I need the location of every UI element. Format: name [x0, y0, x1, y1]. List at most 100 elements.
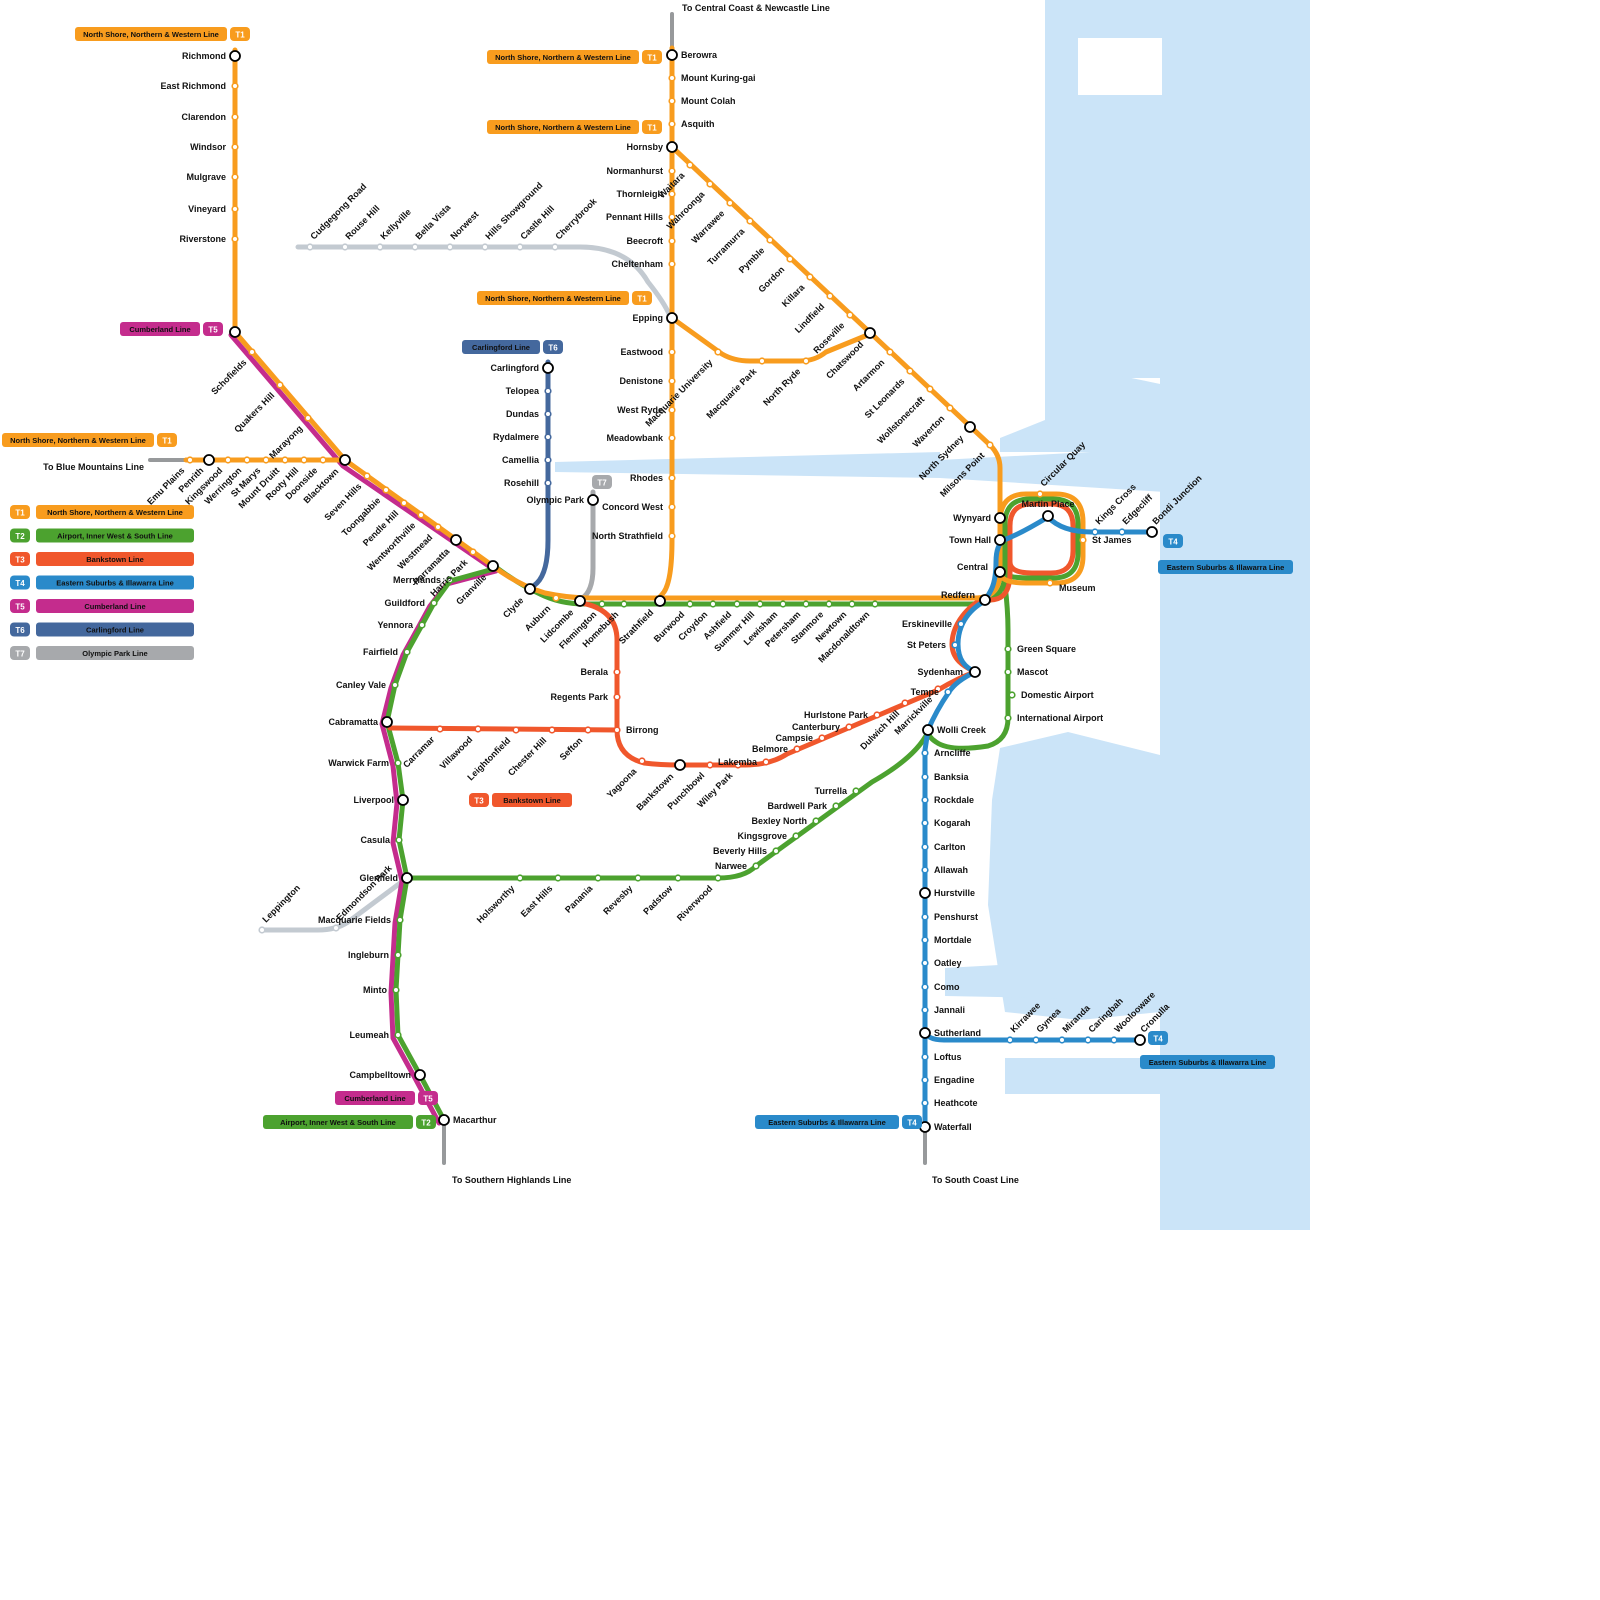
station-label-international-airport: International Airport — [1017, 713, 1103, 723]
water-shape — [1000, 360, 1165, 452]
line-name-label-cumberland-line: Cumberland Line — [344, 1094, 405, 1103]
station-label-eastwood: Eastwood — [620, 347, 663, 357]
line-name-badge-carlingford-line — [36, 622, 194, 637]
line-name-badge-cumberland-line — [335, 1091, 415, 1105]
station-woolooware — [1110, 1036, 1118, 1044]
station-label-fairfield: Fairfield — [363, 647, 398, 657]
station-north-ryde — [802, 357, 810, 365]
station-toongabbie — [382, 486, 390, 494]
station-lakemba — [762, 758, 770, 766]
line-name-badge-north-shore-northern-western-line — [487, 50, 639, 64]
station-dulwich-hill — [901, 699, 909, 707]
line-t3-cabramatta — [387, 725, 620, 733]
line-pill-T1 — [642, 120, 662, 134]
line-metro-northwest — [295, 244, 673, 319]
station-miranda — [1058, 1036, 1066, 1044]
line-pill-T6 — [543, 340, 563, 354]
rail-lines — [148, 12, 1155, 1165]
station-label-macquarie-fields: Macquarie Fields — [318, 915, 391, 925]
station-label-regents-park: Regents Park — [550, 692, 609, 702]
station-label-warwick-farm: Warwick Farm — [328, 758, 389, 768]
station-label-west-ryde: West Ryde — [617, 405, 663, 415]
station-clarendon — [231, 113, 239, 121]
station-label-hurstville: Hurstville — [934, 888, 975, 898]
station-croydon — [709, 600, 717, 608]
line-pill-T3 — [469, 793, 489, 807]
station-cudgegong-road — [306, 243, 314, 251]
station-penrith — [203, 454, 215, 466]
station-label-north-strathfield: North Strathfield — [592, 531, 663, 541]
station-label-casula: Casula — [360, 835, 391, 845]
line-name-badge-north-shore-northern-western-line — [75, 27, 227, 41]
station-label-olympic-park: Olympic Park — [526, 495, 585, 505]
station-macarthur — [438, 1114, 450, 1126]
station-label-como: Como — [934, 982, 960, 992]
line-t3-city — [949, 501, 1076, 675]
line-t1-western-city — [183, 457, 1086, 601]
station-glenfield — [401, 872, 413, 884]
station-revesby — [634, 874, 642, 882]
station-label-yennora: Yennora — [377, 620, 414, 630]
line-pill-T1 — [230, 27, 250, 41]
station-beverly-hills — [772, 847, 780, 855]
station-label-mount-kuring-gai: Mount Kuring-gai — [681, 73, 755, 83]
station-cherrybrook — [551, 243, 559, 251]
line-pill-T3 — [10, 552, 30, 566]
station-label-campbelltown: Campbelltown — [349, 1070, 411, 1080]
station-burwood — [686, 600, 694, 608]
station-label-leumeah: Leumeah — [349, 1030, 389, 1040]
station-wolli-creek — [922, 724, 934, 736]
station-cronulla — [1134, 1034, 1146, 1046]
station-junction — [229, 326, 241, 338]
station-riverstone — [231, 235, 239, 243]
station-pendle-hill — [400, 499, 408, 507]
station-label-asquith: Asquith — [681, 119, 715, 129]
station-st-leonards — [906, 367, 914, 375]
line-pill-label-T5: T5 — [423, 1095, 433, 1104]
station-label-mascot: Mascot — [1017, 667, 1048, 677]
station-carramar — [436, 725, 444, 733]
station-label-east-richmond: East Richmond — [160, 81, 226, 91]
station-harris-park — [469, 548, 477, 556]
station-turrella — [852, 787, 860, 795]
station-label-st-james: St James — [1092, 535, 1132, 545]
station-label-martin-place: Martin Place — [1021, 499, 1074, 509]
station-ingleburn — [394, 951, 402, 959]
station-eastwood — [668, 348, 676, 356]
station-carlingford — [542, 362, 554, 374]
station-central — [994, 566, 1006, 578]
line-pill-label-T5: T5 — [208, 326, 218, 335]
station-label-denistone: Denistone — [619, 376, 663, 386]
station-label-cudgegong-road: Cudgegong Road — [308, 181, 368, 241]
line-name-label-bankstown-line: Bankstown Line — [503, 796, 561, 805]
station-label-carlingford: Carlingford — [491, 363, 540, 373]
line-pill-T4 — [1163, 534, 1183, 548]
station-camellia — [544, 456, 552, 464]
station-rooty-hill — [300, 456, 308, 464]
station-east-richmond — [231, 82, 239, 90]
station-label-loftus: Loftus — [934, 1052, 962, 1062]
station-label-liverpool: Liverpool — [353, 795, 394, 805]
station-gordon — [786, 255, 794, 263]
line-name-label-olympic-park-line: Olympic Park Line — [82, 649, 147, 658]
station-redfern — [979, 594, 991, 606]
station-label-redfern: Redfern — [941, 590, 975, 600]
note-to-south-coast-line: To South Coast Line — [932, 1175, 1019, 1185]
station-label-mount-colah: Mount Colah — [681, 96, 736, 106]
line-name-label-north-shore-northern-western-line: North Shore, Northern & Western Line — [495, 53, 631, 62]
station-label-cheltenham: Cheltenham — [611, 259, 663, 269]
station-label-cabramatta: Cabramatta — [328, 717, 379, 727]
station-carlton — [921, 843, 929, 851]
station-kingswood — [224, 456, 232, 464]
station-concord-west — [668, 503, 676, 511]
station-artarmon — [886, 348, 894, 356]
station-label-chester-hill: Chester Hill — [506, 735, 548, 777]
station-schofields — [248, 348, 256, 356]
water-shape — [988, 732, 1160, 1020]
station-label-artarmon: Artarmon — [851, 357, 887, 393]
station-label-central: Central — [957, 562, 988, 572]
line-t3-lidcombe — [579, 600, 620, 733]
